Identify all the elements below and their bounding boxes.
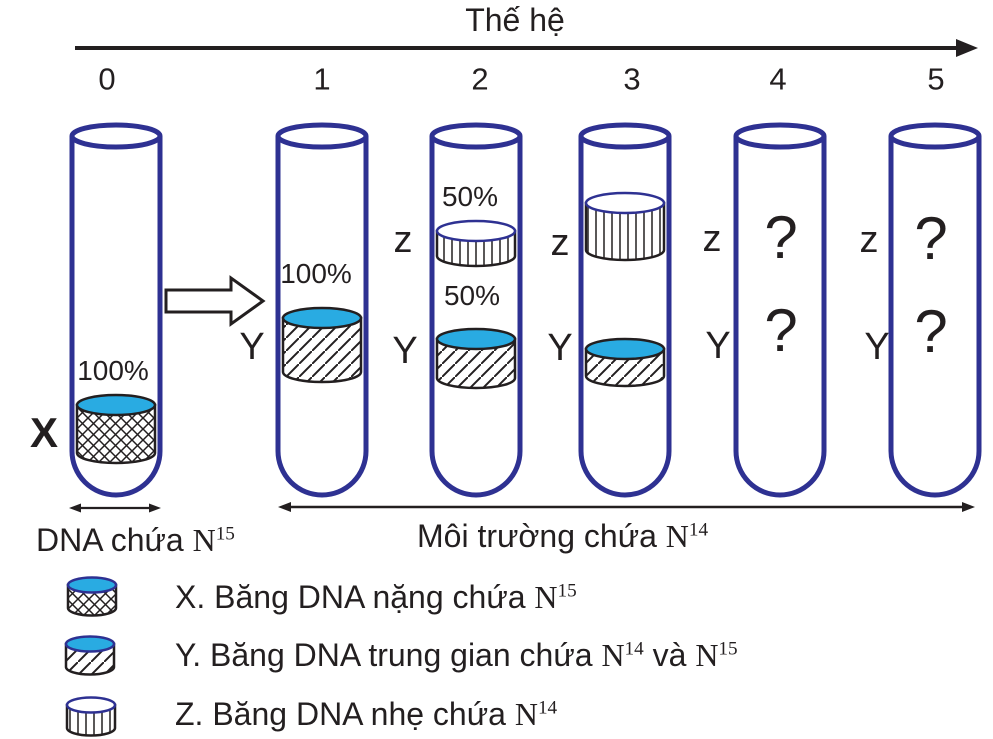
- tube2-z-percent-label: 50%: [441, 181, 499, 212]
- intermediate-band-icon: [64, 635, 116, 676]
- tube3-band-y-label: Y: [547, 327, 573, 369]
- medium-n15-label: DNA chứa N15: [36, 524, 235, 556]
- generation-tick-4: 4: [769, 61, 787, 97]
- tube2-y-percent-label: 50%: [443, 280, 501, 311]
- tube5-z-value: ?: [914, 205, 948, 272]
- tube4-z-value: ?: [764, 204, 798, 271]
- tube1-band-y-label: Y: [239, 326, 265, 368]
- heavy-band-gen0: [75, 393, 157, 465]
- tube3-band-z-label: z: [550, 222, 570, 264]
- transfer-arrow-icon: [164, 275, 266, 327]
- isotope-superscript: 14: [688, 519, 709, 541]
- intermediate-band-gen3: [584, 337, 666, 388]
- generation-axis-arrow: [75, 39, 978, 57]
- isotope-superscript: 14: [537, 697, 558, 719]
- tube-gen-3: [578, 122, 672, 498]
- nitrogen-symbol: N: [514, 696, 538, 732]
- generation-tick-3: 3: [623, 61, 641, 97]
- generation-tick-1: 1: [313, 61, 331, 97]
- legend-item-z-text: Z. Băng DNA nhẹ chứa: [175, 696, 515, 732]
- heavy-band-icon: [66, 576, 118, 617]
- intermediate-band-gen2: [435, 327, 517, 390]
- tube-gen-0: [69, 122, 163, 498]
- medium-n14-label: Môi trường chứa N14: [417, 520, 708, 552]
- tube4-band-y-label: Y: [705, 325, 731, 367]
- medium-n14-text: Môi trường chứa: [417, 518, 666, 554]
- nitrogen-symbol: N: [534, 579, 558, 615]
- generation-tick-5: 5: [927, 61, 945, 97]
- legend-item-y-label: Y. Băng DNA trung gian chứa N14 và N15: [175, 639, 738, 671]
- generation-tick-0: 0: [98, 61, 116, 97]
- light-band-gen3: [584, 191, 666, 262]
- tube0-band-x-label: X: [29, 409, 59, 456]
- tube-gen-4: [733, 122, 827, 498]
- tube1-percent-label: 100%: [280, 258, 352, 289]
- medium-n15-text: DNA chứa: [36, 522, 193, 558]
- tube5-band-y-label: Y: [864, 326, 890, 368]
- nitrogen-symbol: N: [695, 637, 719, 673]
- legend-item-y-mid-text: và: [643, 637, 696, 673]
- isotope-superscript: 15: [718, 638, 738, 660]
- tube4-band-z-label: z: [702, 218, 722, 260]
- isotope-superscript: 15: [557, 580, 577, 602]
- tube5-band-z-label: z: [859, 219, 879, 261]
- generation-axis-title: Thế hệ: [465, 2, 565, 38]
- legend-item-z-label: Z. Băng DNA nhẹ chứa N14: [175, 698, 557, 730]
- nitrogen-symbol: N: [665, 518, 689, 554]
- isotope-superscript: 15: [215, 523, 235, 545]
- n15-range-arrow: [69, 503, 161, 513]
- tube2-band-y-label: Y: [392, 330, 418, 372]
- tube2-band-z-label: z: [393, 219, 413, 261]
- tube4-y-value: ?: [764, 297, 798, 364]
- legend-item-x-label: X. Băng DNA nặng chứa N15: [175, 581, 577, 613]
- nitrogen-symbol: N: [192, 522, 216, 558]
- legend-item-y-text: Y. Băng DNA trung gian chứa: [175, 637, 602, 673]
- tube-gen-1: [275, 122, 369, 498]
- light-band-icon: [65, 696, 117, 737]
- arrowhead-right-icon: [956, 39, 978, 57]
- tube0-percent-label: 100%: [77, 355, 149, 386]
- tube5-y-value: ?: [914, 298, 948, 365]
- nitrogen-symbol: N: [601, 637, 625, 673]
- tube-gen-2: [429, 122, 523, 498]
- intermediate-band-gen1: [281, 306, 363, 384]
- light-band-gen2: [435, 219, 517, 268]
- n14-range-arrow: [278, 502, 975, 512]
- generation-tick-2: 2: [471, 61, 489, 97]
- legend-item-x-text: X. Băng DNA nặng chứa: [175, 579, 535, 615]
- tube-gen-5: [888, 122, 982, 498]
- isotope-superscript: 14: [624, 638, 644, 660]
